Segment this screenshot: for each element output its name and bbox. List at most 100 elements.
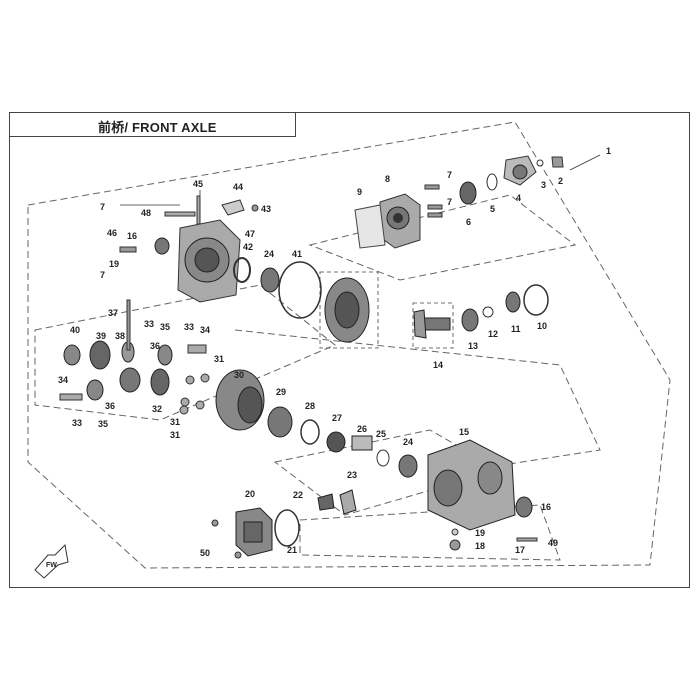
gear-35-lower — [86, 379, 104, 401]
pin-17 — [516, 537, 538, 542]
leader-dash-line — [234, 329, 601, 471]
callout-26: 26 — [357, 424, 367, 434]
callout-35-lower: 35 — [98, 419, 108, 429]
callout-33-a: 33 — [144, 319, 154, 329]
gasket-9 — [354, 204, 386, 249]
callout-numbers: 1 2 3 4 5 6 7 7 7 7 8 9 10 11 12 13 14 1… — [58, 146, 611, 558]
diagram-frame — [9, 112, 690, 588]
callout-19-lower: 19 — [475, 528, 485, 538]
bearing-24-lower — [398, 454, 418, 478]
bearing-11 — [505, 291, 521, 313]
callout-9: 9 — [357, 187, 362, 197]
bracket-44 — [221, 199, 245, 216]
callout-3: 3 — [541, 180, 546, 190]
callout-50: 50 — [200, 548, 210, 558]
callout-42: 42 — [243, 242, 253, 252]
outer-assembly-outline — [27, 121, 671, 569]
gear-35-upper — [157, 344, 173, 366]
bolt-46 — [119, 246, 137, 253]
shift-fork-23 — [339, 489, 357, 515]
callout-31-b: 31 — [170, 417, 180, 427]
callout-18: 18 — [475, 541, 485, 551]
snap-ring-5 — [486, 173, 498, 191]
callout-40: 40 — [70, 325, 80, 335]
callout-23: 23 — [347, 470, 357, 480]
callout-16-lower: 16 — [541, 502, 551, 512]
o-ring-42 — [233, 257, 251, 283]
callout-34-lower: 34 — [58, 375, 68, 385]
main-housing-47 — [177, 219, 241, 303]
callout-29: 29 — [276, 387, 286, 397]
pin-48 — [164, 211, 196, 217]
callout-17: 17 — [515, 545, 525, 555]
callout-7-left-a: 7 — [100, 202, 105, 212]
callout-33-c: 33 — [72, 418, 82, 428]
callout-30: 30 — [234, 370, 244, 380]
callout-36-lower: 36 — [105, 401, 115, 411]
cover-subassembly — [354, 155, 564, 249]
bolts-7 — [424, 184, 443, 218]
pin-37 — [126, 299, 131, 351]
bearing-29 — [267, 406, 293, 438]
callout-34-upper: 34 — [200, 325, 210, 335]
coupler-26 — [351, 435, 373, 451]
callout-41: 41 — [292, 249, 302, 259]
seal-6 — [459, 181, 477, 205]
drain-plug-18 — [449, 539, 461, 551]
side-gear-32 — [150, 368, 170, 396]
callout-2: 2 — [558, 176, 563, 186]
callout-43: 43 — [261, 204, 271, 214]
front-direction-badge: FW — [34, 543, 69, 579]
callout-11: 11 — [511, 324, 521, 334]
callout-7-top-a: 7 — [447, 170, 452, 180]
callout-10: 10 — [537, 321, 547, 331]
callout-37: 37 — [108, 308, 118, 318]
callout-49: 49 — [548, 538, 558, 548]
callout-12: 12 — [488, 329, 498, 339]
callout-7-left-b: 7 — [100, 270, 105, 280]
nut-2 — [551, 156, 564, 168]
o-ring-21 — [274, 509, 300, 547]
bearing-13 — [461, 308, 479, 332]
side-gear-39 — [89, 340, 111, 370]
ring-gear-box — [319, 271, 379, 349]
callout-6: 6 — [466, 217, 471, 227]
callout-31-c: 31 — [170, 430, 180, 440]
seal-16-upper — [154, 237, 170, 255]
callout-25: 25 — [376, 429, 386, 439]
differential-group — [59, 299, 265, 431]
callout-45: 45 — [193, 179, 203, 189]
washer-3 — [536, 159, 544, 167]
callout-38: 38 — [115, 331, 125, 341]
callout-16-upper: 16 — [127, 231, 137, 241]
callout-35-upper: 35 — [160, 322, 170, 332]
bearing-housing-8 — [379, 193, 421, 249]
callout-24-lower: 24 — [403, 437, 413, 447]
shim-12 — [482, 306, 494, 318]
callout-19-upper: 19 — [109, 259, 119, 269]
sensor-22 — [317, 493, 335, 511]
o-ring-28 — [300, 419, 320, 445]
screw-43 — [251, 204, 259, 212]
pin-34-upper — [187, 344, 207, 354]
bearing-27 — [326, 431, 346, 453]
page-title: 前桥/ FRONT AXLE — [98, 120, 217, 135]
callout-44: 44 — [233, 182, 243, 192]
spider-gear-36 — [119, 367, 141, 393]
bolts-31 — [179, 373, 210, 415]
pin-34-lower — [59, 393, 83, 401]
callout-28: 28 — [305, 401, 315, 411]
callout-24-upper: 24 — [264, 249, 274, 259]
ring-gear-assembly — [324, 277, 370, 343]
rear-cover-20 — [235, 507, 273, 557]
callout-1: 1 — [606, 146, 611, 156]
callout-20: 20 — [245, 489, 255, 499]
callout-22: 22 — [293, 490, 303, 500]
bolt-45 — [196, 195, 201, 225]
subassembly-cover-outline — [308, 194, 577, 281]
callout-39: 39 — [96, 331, 106, 341]
o-ring-10 — [523, 284, 549, 316]
badge-label: FW — [46, 562, 57, 569]
callout-4: 4 — [516, 193, 521, 203]
